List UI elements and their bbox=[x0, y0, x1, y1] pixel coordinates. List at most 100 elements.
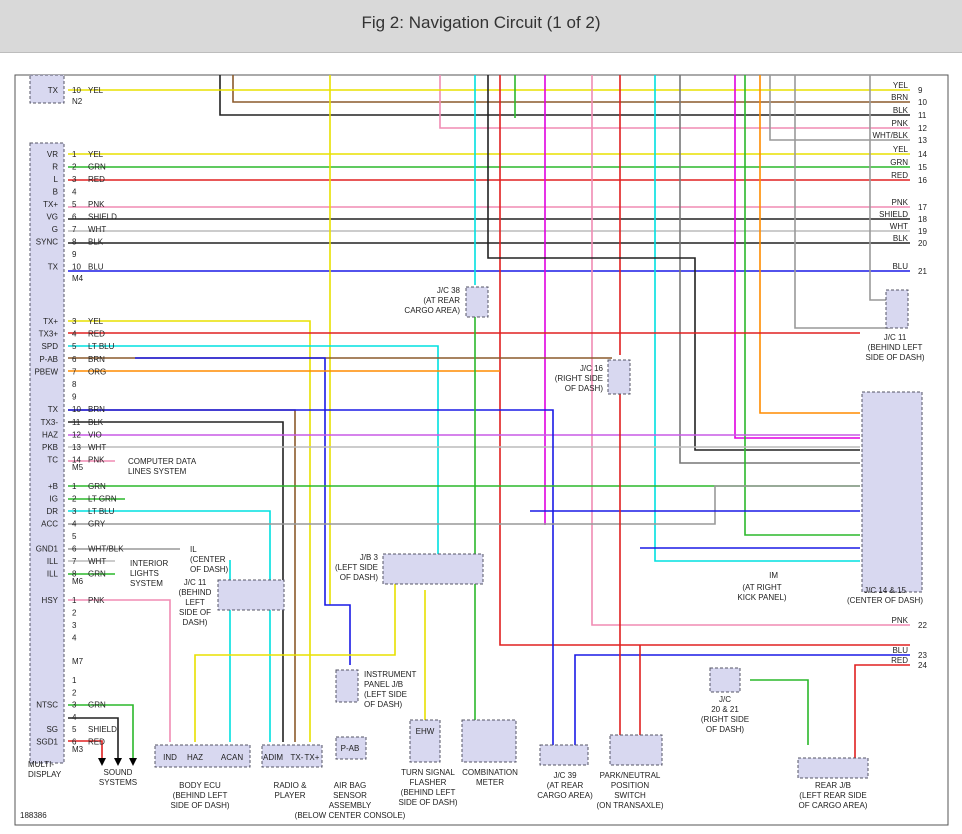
right-pin-number: 13 bbox=[918, 136, 927, 145]
pin-number: 3 bbox=[72, 317, 77, 326]
jc16-label: J/C 16 (RIGHT SIDE OF DASH) bbox=[555, 364, 604, 393]
right-pin-number: 11 bbox=[918, 111, 927, 120]
wire-color-label: RED bbox=[88, 738, 105, 747]
svg-text:KICK PANEL): KICK PANEL) bbox=[737, 593, 787, 602]
wire-yel-bodyecu bbox=[194, 560, 396, 742]
svg-text:SYSTEMS: SYSTEMS bbox=[99, 778, 137, 787]
wire-color-label: WHT bbox=[88, 443, 106, 452]
right-wire-color: WHT/BLK bbox=[872, 131, 908, 140]
svg-text:(RIGHT SIDE: (RIGHT SIDE bbox=[555, 374, 603, 383]
svg-text:(LEFT SIDE: (LEFT SIDE bbox=[335, 563, 378, 572]
pin-label: PBEW bbox=[34, 367, 58, 376]
meter-label: COMBINATION METER bbox=[462, 768, 518, 787]
pin-number: 13 bbox=[72, 443, 81, 452]
wire-color-label: LT BLU bbox=[88, 507, 115, 516]
svg-text:OF DASH): OF DASH) bbox=[364, 700, 403, 709]
right-wire-color: SHIELD bbox=[879, 210, 908, 219]
pin-number: 6 bbox=[72, 213, 77, 222]
wire-color-label: RED bbox=[88, 175, 105, 184]
svg-text:SIDE OF DASH): SIDE OF DASH) bbox=[398, 798, 457, 807]
pin-number: 3 bbox=[72, 701, 77, 710]
jb3-label: J/B 3 (LEFT SIDE OF DASH) bbox=[335, 553, 379, 582]
wire-color-label: LT GRN bbox=[88, 495, 117, 504]
wire-pnk-12 bbox=[439, 75, 910, 129]
wire-color-label: GRN bbox=[88, 570, 106, 579]
svg-text:P-AB: P-AB bbox=[341, 744, 360, 753]
pin-label: G bbox=[52, 225, 58, 234]
pin-label: SYNC bbox=[36, 238, 58, 247]
connector-m7: M7 bbox=[72, 657, 84, 666]
svg-text:PLAYER: PLAYER bbox=[275, 791, 306, 800]
right-pin-number: 19 bbox=[918, 227, 927, 236]
wire-blu-23 bbox=[574, 654, 910, 748]
pin-label: HAZ bbox=[42, 430, 58, 439]
sound-arrows bbox=[98, 758, 137, 766]
jc38-box bbox=[465, 286, 489, 318]
wire-red-24 bbox=[854, 664, 910, 760]
pin-label: TX+ bbox=[43, 200, 58, 209]
right-wire-color: PNK bbox=[892, 119, 909, 128]
right-wire-color: PNK bbox=[892, 198, 909, 207]
pin-number: 8 bbox=[72, 570, 77, 579]
wire-color-label: SHIELD bbox=[88, 213, 117, 222]
wire-color-label: ORG bbox=[88, 367, 106, 376]
pin-number: 7 bbox=[72, 557, 77, 566]
diagram-frame bbox=[14, 74, 949, 826]
svg-text:(BELOW CENTER CONSOLE): (BELOW CENTER CONSOLE) bbox=[295, 811, 406, 820]
figure-title: Fig 2: Navigation Circuit (1 of 2) bbox=[361, 13, 601, 32]
wire-color-label: WHT/BLK bbox=[88, 545, 124, 554]
wire-ltblu-m5 bbox=[68, 345, 439, 560]
wire-brn-10 bbox=[232, 75, 910, 103]
im-label: IM (AT RIGHT KICK PANEL) bbox=[737, 571, 787, 602]
svg-text:COMBINATION: COMBINATION bbox=[462, 768, 518, 777]
wire-shield-m3 bbox=[68, 717, 119, 760]
svg-text:EHW: EHW bbox=[416, 727, 435, 736]
svg-text:MULTI-: MULTI- bbox=[28, 760, 54, 769]
jc1415-box bbox=[861, 391, 923, 593]
right-wire-color: RED bbox=[891, 171, 908, 180]
svg-text:LIGHTS: LIGHTS bbox=[130, 569, 159, 578]
meter-box bbox=[461, 719, 517, 763]
jc11r-box bbox=[885, 289, 909, 329]
svg-text:OF DASH): OF DASH) bbox=[340, 573, 379, 582]
right-pin-number: 14 bbox=[918, 150, 927, 159]
svg-text:PARK/NEUTRAL: PARK/NEUTRAL bbox=[600, 771, 661, 780]
pin-label: NTSC bbox=[36, 701, 58, 710]
body-ecu-label: IND HAZ ACAN BODY ECU (BEHIND LEFT SIDE … bbox=[163, 753, 243, 810]
pin-number: 8 bbox=[72, 380, 77, 389]
svg-text:IM: IM bbox=[769, 571, 778, 580]
pin-label: GND1 bbox=[36, 545, 59, 554]
wire-blu-sp bbox=[68, 409, 554, 745]
wire-ltblu-m6 bbox=[68, 510, 271, 742]
right-wire-color: YEL bbox=[893, 145, 909, 154]
svg-text:(BEHIND LEFT: (BEHIND LEFT bbox=[173, 791, 228, 800]
pin-label: TX bbox=[48, 86, 59, 95]
pin-number: 4 bbox=[72, 188, 77, 197]
radio-label: ADIM TX- TX+ RADIO & PLAYER bbox=[263, 753, 320, 800]
pin-number: 3 bbox=[72, 507, 77, 516]
svg-text:COMPUTER DATA: COMPUTER DATA bbox=[128, 457, 197, 466]
right-wire-color: GRN bbox=[890, 158, 908, 167]
svg-text:INSTRUMENT: INSTRUMENT bbox=[364, 670, 417, 679]
pin-label: TX bbox=[48, 263, 59, 272]
svg-text:(ON TRANSAXLE): (ON TRANSAXLE) bbox=[597, 801, 664, 810]
svg-text:METER: METER bbox=[476, 778, 504, 787]
svg-text:POSITION: POSITION bbox=[611, 781, 649, 790]
right-wire-color: BLK bbox=[893, 234, 909, 243]
svg-text:(BEHIND LEFT: (BEHIND LEFT bbox=[868, 343, 923, 352]
radio-box bbox=[261, 744, 323, 768]
svg-text:SYSTEM: SYSTEM bbox=[130, 579, 163, 588]
wire-gry-m6 bbox=[68, 485, 860, 525]
connector-m5: M5 bbox=[72, 463, 84, 472]
svg-text:(RIGHT SIDE: (RIGHT SIDE bbox=[701, 715, 749, 724]
svg-text:J/C 14 & 15: J/C 14 & 15 bbox=[864, 586, 906, 595]
pin-number: 3 bbox=[72, 175, 77, 184]
right-wire-color: YEL bbox=[893, 81, 909, 90]
svg-text:FLASHER: FLASHER bbox=[410, 778, 447, 787]
jc11l-box bbox=[217, 579, 285, 611]
right-wire-color: BLU bbox=[892, 262, 908, 271]
flasher-label: EHW TURN SIGNAL FLASHER (BEHIND LEFT SID… bbox=[398, 727, 457, 807]
pin-label: ILL bbox=[47, 570, 59, 579]
jc11r-label: J/C 11 (BEHIND LEFT SIDE OF DASH) bbox=[865, 333, 924, 362]
wire-red-m3 bbox=[68, 740, 103, 760]
